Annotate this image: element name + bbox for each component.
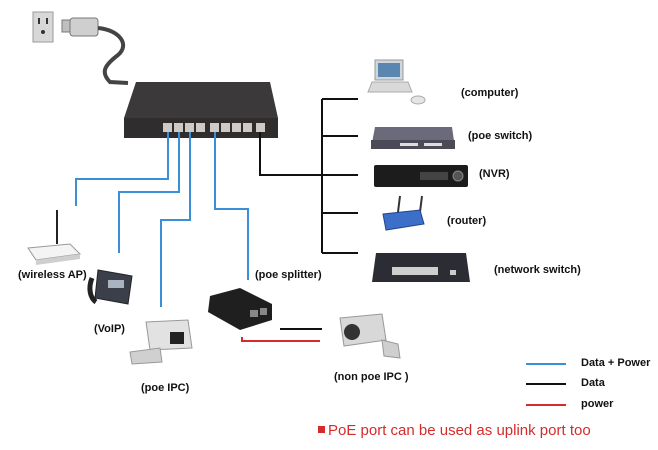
label-network-switch: (network switch): [494, 264, 581, 276]
poe-switch-icon: [371, 127, 455, 149]
wire-wireless-ap: [75, 132, 169, 206]
data-wires: [259, 98, 358, 330]
label-poe-switch: (poe switch): [468, 130, 533, 142]
nvr-icon: [374, 165, 468, 187]
label-nvr: (NVR): [479, 168, 510, 180]
non-poe-ipc-icon: [339, 313, 401, 359]
label-voip: (VoIP): [94, 323, 125, 335]
wire-voip: [118, 132, 180, 253]
wire-poe-splitter: [214, 132, 249, 280]
poe-splitter-icon: [208, 288, 272, 330]
uplink-note: PoE port can be used as uplink port too: [318, 422, 591, 439]
wireless-ap-icon: [27, 210, 82, 265]
legend-label-data-power: Data + Power: [581, 357, 651, 369]
power-plug-icon: [61, 17, 129, 85]
label-computer: (computer): [461, 87, 519, 99]
data-power-wires: [75, 132, 249, 307]
label-poe-splitter: (poe splitter): [255, 269, 322, 281]
bullet-square-icon: [318, 426, 325, 433]
label-non-poe-ipc: (non poe IPC ): [334, 371, 409, 383]
router-icon: [382, 195, 425, 231]
poe-switch-main-icon: [124, 82, 278, 138]
voip-phone-icon: [87, 269, 133, 305]
wire-splitter-power: [241, 337, 320, 342]
computer-icon: [367, 59, 426, 105]
legend-label-data: Data: [581, 377, 605, 389]
wire-uplink: [259, 132, 358, 176]
network-switch-icon: [372, 253, 470, 282]
poe-ipc-icon: [129, 319, 193, 365]
label-router: (router): [447, 215, 487, 227]
wall-outlet-icon: [32, 11, 54, 43]
label-wireless-ap: (wireless AP): [18, 269, 87, 281]
legend-label-power: power: [581, 398, 614, 410]
label-poe-ipc: (poe IPC): [141, 382, 190, 394]
uplink-note-text: PoE port can be used as uplink port too: [328, 422, 591, 439]
wire-poe-ipc: [160, 132, 191, 307]
